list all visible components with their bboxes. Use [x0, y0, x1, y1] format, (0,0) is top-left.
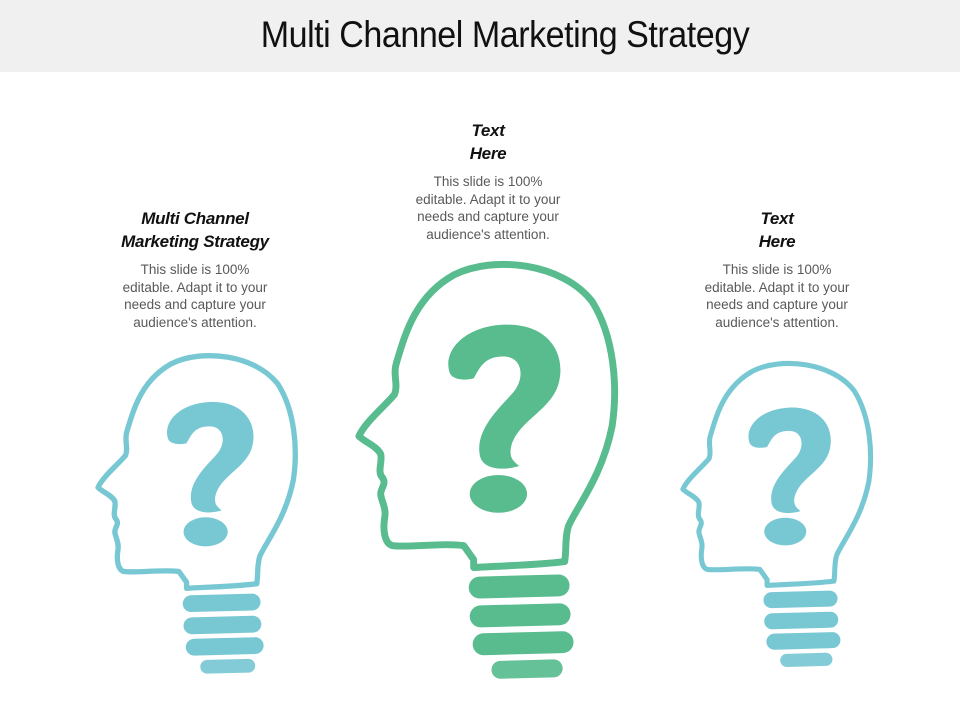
text-block-center: Text Here This slide is 100% editable. A… — [393, 119, 583, 243]
body-line: needs and capture your — [706, 297, 848, 312]
heading-line: Here — [469, 144, 507, 163]
body-line: editable. Adapt it to your — [122, 279, 268, 295]
head-question-bulb-icon — [95, 350, 301, 680]
heading-line: Text — [471, 121, 505, 140]
body-line: audience's attention. — [715, 314, 839, 330]
body-line: This slide is 100% — [722, 262, 832, 277]
body-line: editable. Adapt it to your — [415, 191, 561, 207]
block-heading: Multi Channel Marketing Strategy — [100, 207, 290, 253]
block-heading: Text Here — [393, 119, 583, 165]
body-line: This slide is 100% — [140, 262, 250, 277]
block-heading: Text Here — [682, 207, 872, 253]
head-question-bulb-icon — [680, 358, 876, 673]
heading-line: Multi Channel — [141, 209, 249, 228]
slide-title: Multi Channel Marketing Strategy — [260, 14, 750, 55]
block-body: This slide is 100% editable. Adapt it to… — [393, 173, 583, 243]
heading-line: Text — [760, 209, 794, 228]
body-line: audience's attention. — [426, 226, 550, 242]
block-body: This slide is 100% editable. Adapt it to… — [100, 261, 290, 331]
body-line: needs and capture your — [124, 297, 266, 312]
heading-line: Marketing Strategy — [121, 232, 269, 251]
body-line: editable. Adapt it to your — [704, 279, 850, 295]
body-line: audience's attention. — [133, 314, 257, 330]
text-block-left: Multi Channel Marketing Strategy This sl… — [100, 207, 290, 331]
header-band — [0, 0, 960, 72]
heading-line: Here — [758, 232, 796, 251]
body-line: needs and capture your — [417, 209, 559, 224]
body-line: This slide is 100% — [433, 174, 543, 189]
text-block-right: Text Here This slide is 100% editable. A… — [682, 207, 872, 331]
block-body: This slide is 100% editable. Adapt it to… — [682, 261, 872, 331]
head-question-bulb-icon — [355, 257, 622, 687]
